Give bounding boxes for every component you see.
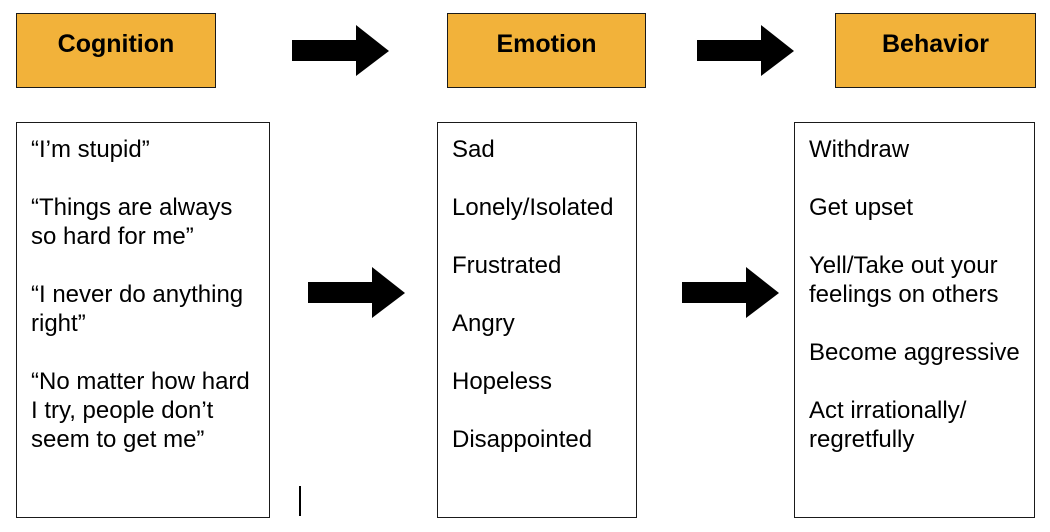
cognition-item: “I never do anything right” <box>31 281 244 337</box>
emotion-item: Sad <box>452 136 495 163</box>
header-behavior-label: Behavior <box>882 30 989 58</box>
emotion-item: Disappointed <box>452 426 593 453</box>
behavior-item: Yell/Take out your feelings on others <box>809 252 999 308</box>
behavior-item: Get upset <box>809 194 914 221</box>
right-arrow-icon <box>682 267 779 318</box>
cognition-box: “I’m stupid” “Things are always so hard … <box>16 122 270 518</box>
behavior-box: Withdraw Get upset Yell/Take out your fe… <box>794 122 1035 518</box>
right-arrow-icon <box>697 25 794 76</box>
cognition-item: “Things are always so hard for me” <box>31 194 233 250</box>
right-arrow-icon <box>308 267 405 318</box>
emotion-item: Hopeless <box>452 368 553 395</box>
header-emotion: Emotion <box>447 13 646 88</box>
cognition-item: “No matter how hard I try, people don’t … <box>31 368 250 453</box>
header-cognition: Cognition <box>16 13 216 88</box>
text-cursor <box>299 486 301 516</box>
behavior-item: Become aggressive <box>809 339 1020 366</box>
behavior-item: Act irrationally/ regretfully <box>809 397 967 453</box>
emotion-item: Lonely/Isolated <box>452 194 614 221</box>
header-cognition-label: Cognition <box>57 30 175 58</box>
cognition-item: “I’m stupid” <box>31 136 150 163</box>
header-behavior: Behavior <box>835 13 1036 88</box>
right-arrow-icon <box>292 25 389 76</box>
emotion-item: Angry <box>452 310 515 337</box>
header-emotion-label: Emotion <box>496 30 597 58</box>
emotion-box: Sad Lonely/Isolated Frustrated Angry Hop… <box>437 122 637 518</box>
emotion-item: Frustrated <box>452 252 562 279</box>
behavior-item: Withdraw <box>809 136 910 163</box>
